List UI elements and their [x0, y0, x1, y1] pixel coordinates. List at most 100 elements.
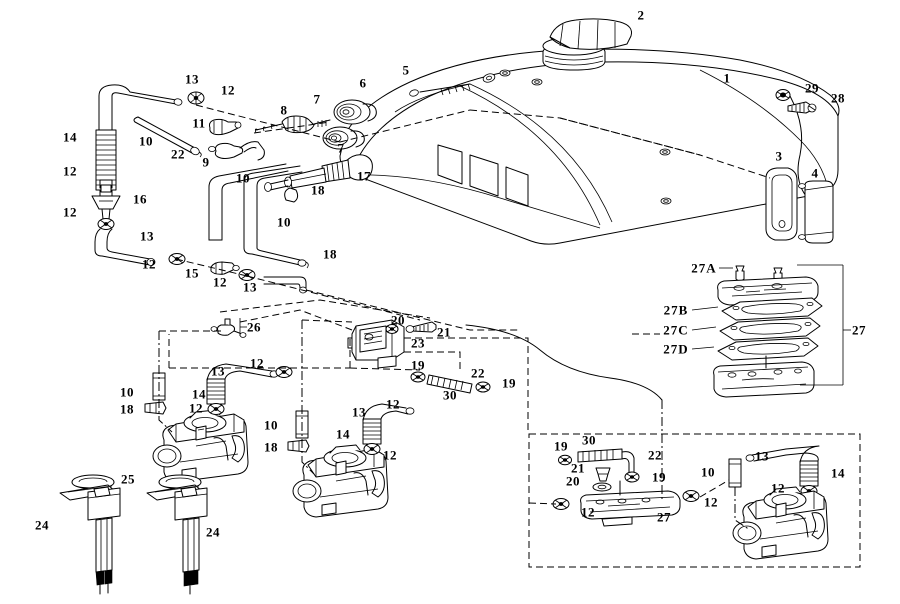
callout-27a: 27A — [691, 260, 717, 276]
tank-pad-3 — [765, 167, 798, 241]
callout-27: 27 — [657, 509, 671, 525]
tank-vent-fitting — [409, 73, 496, 97]
connector-8 — [254, 115, 331, 134]
callout-22: 22 — [648, 447, 662, 463]
inset-box-bottom-right — [528, 433, 861, 568]
callout-26: 26 — [247, 319, 261, 335]
callout-18: 18 — [264, 439, 278, 455]
callout-22: 22 — [471, 365, 485, 381]
fuel-tank-body — [339, 36, 840, 245]
callout-20: 20 — [391, 312, 405, 328]
carburetor-center-right — [292, 444, 389, 518]
callout-18: 18 — [120, 401, 134, 417]
callout-12: 12 — [63, 163, 77, 179]
callout-27: 27 — [852, 322, 866, 338]
clamp-12-center-carb — [363, 443, 381, 455]
clip-18-left — [144, 401, 167, 415]
tee-fitting-26 — [210, 318, 247, 338]
spiral-7-lower — [322, 126, 365, 150]
dash-route-upper — [175, 104, 771, 331]
callout-12: 12 — [771, 480, 785, 496]
callout-24: 24 — [35, 517, 49, 533]
carburetor-left — [152, 409, 249, 483]
callout-10: 10 — [139, 133, 153, 149]
plug-21-inset — [595, 467, 611, 482]
boot-14-center — [362, 403, 415, 445]
callout-6: 6 — [359, 75, 367, 91]
callout-5: 5 — [402, 62, 410, 78]
screw-21 — [405, 321, 437, 333]
fitting-9 — [208, 141, 265, 161]
callout-18: 18 — [323, 246, 337, 262]
callout-16: 16 — [133, 191, 147, 207]
callout-14: 14 — [63, 129, 77, 145]
callout-3: 3 — [775, 148, 783, 164]
callout-4: 4 — [811, 165, 819, 181]
callout-12: 12 — [221, 82, 235, 98]
clamp-12-inset-right — [682, 490, 700, 502]
callout-14: 14 — [831, 465, 845, 481]
callout-12: 12 — [386, 396, 400, 412]
callout-15: 15 — [185, 265, 199, 281]
nut-29 — [775, 89, 791, 101]
callout-28: 28 — [831, 90, 845, 106]
callout-2: 2 — [637, 7, 645, 23]
jet-10-inset — [728, 458, 742, 488]
hose-13-center — [263, 276, 307, 294]
boot-14-inset — [745, 445, 820, 487]
clamp-12-inset-left — [552, 498, 570, 510]
fuel-tank-cap — [549, 18, 632, 51]
spiral-7-upper — [333, 99, 377, 125]
callout-19: 19 — [554, 438, 568, 454]
pipe-10-loop — [208, 163, 309, 269]
callout-13: 13 — [755, 448, 769, 464]
valve-16 — [91, 179, 121, 220]
callout-14: 14 — [336, 426, 350, 442]
pump-cover-27-inset — [580, 480, 681, 527]
callout-20: 20 — [566, 473, 580, 489]
callout-9: 9 — [202, 154, 210, 170]
routing-lines — [158, 299, 751, 531]
fitting-11 — [209, 118, 242, 136]
callout-21: 21 — [437, 324, 451, 340]
washer-20-inset — [592, 482, 612, 492]
callout-22: 22 — [171, 146, 185, 162]
pipe-10-upper — [133, 116, 202, 158]
callout-10: 10 — [236, 170, 250, 186]
callout-19: 19 — [411, 357, 425, 373]
fastener-20 — [385, 324, 399, 334]
callout-13: 13 — [185, 71, 199, 87]
callout-29: 29 — [805, 80, 819, 96]
callout-30: 30 — [582, 432, 596, 448]
callout-8: 8 — [280, 102, 288, 118]
callout-24: 24 — [206, 524, 220, 540]
fuel-valve-24-a — [59, 474, 121, 595]
callout-27d: 27D — [663, 341, 689, 357]
clamp-12-a — [187, 91, 205, 105]
clip-18-center — [287, 439, 310, 453]
callout-21: 21 — [571, 460, 585, 476]
callout-10: 10 — [277, 214, 291, 230]
screw-28 — [787, 101, 817, 114]
callout-18: 18 — [311, 182, 325, 198]
callout-12: 12 — [189, 400, 203, 416]
callout-10: 10 — [120, 384, 134, 400]
fitting-15 — [210, 261, 240, 275]
callout-1: 1 — [723, 70, 731, 86]
clamp-12-left-carb — [207, 403, 225, 415]
callout-12: 12 — [704, 494, 718, 510]
callout-19: 19 — [502, 375, 516, 391]
fuel-pump-exploded-27 — [691, 264, 851, 398]
callout-13: 13 — [352, 404, 366, 420]
callout-17: 17 — [357, 168, 371, 184]
callout-13: 13 — [140, 228, 154, 244]
spring-30-inset — [558, 448, 640, 483]
clamp-12-hose-right — [275, 366, 293, 378]
spring-30-mid — [410, 371, 491, 394]
callout-12: 12 — [581, 504, 595, 520]
fuel-valve-24-b — [146, 474, 208, 595]
pump-17 — [264, 154, 373, 192]
callout-10: 10 — [701, 464, 715, 480]
